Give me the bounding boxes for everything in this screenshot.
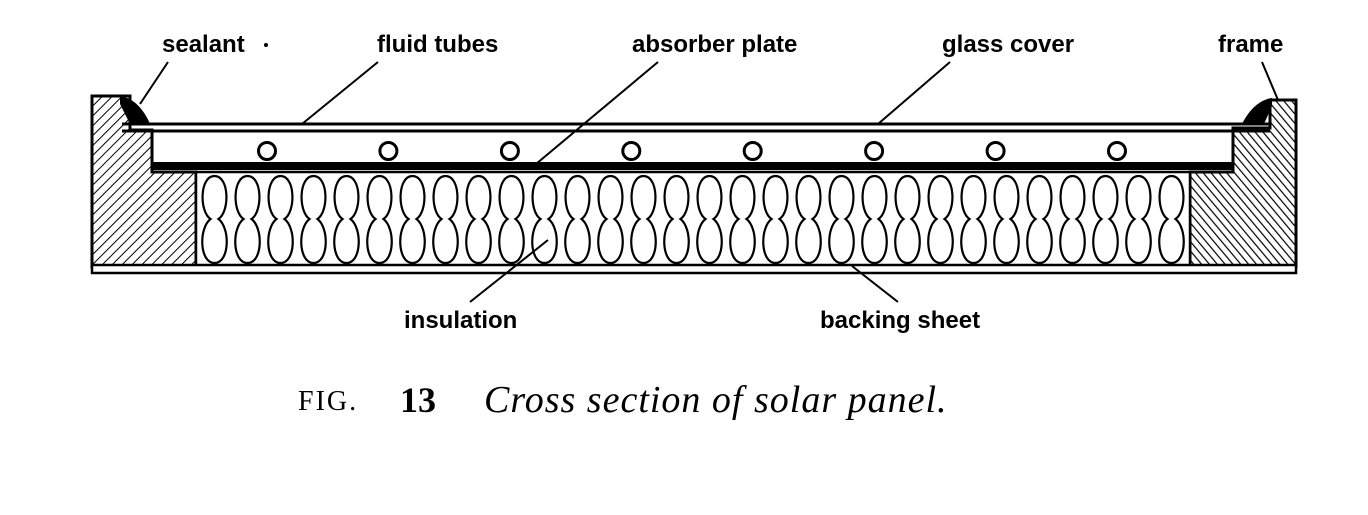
insulation-loop — [531, 174, 558, 265]
right-sealant — [1242, 98, 1272, 124]
left-sealant — [120, 96, 150, 124]
leader-lines — [139, 61, 1279, 303]
insulation — [194, 170, 1192, 269]
figure-caption: FIG. 13 Cross section of solar panel. — [298, 379, 948, 421]
fluid-tube — [499, 141, 520, 161]
insulation-loop — [762, 174, 789, 265]
label-glass-cover: glass cover — [942, 31, 1074, 58]
insulation-loop — [993, 174, 1020, 265]
insulation-loop — [1158, 174, 1185, 265]
label-sealant: sealant — [162, 31, 245, 58]
backing-sheet — [90, 263, 1298, 275]
insulation-loop — [498, 174, 525, 265]
insulation-loop — [927, 174, 954, 265]
label-fluid-tubes: fluid tubes — [377, 31, 498, 58]
fluid-tube — [257, 141, 277, 161]
insulation-loop — [960, 174, 987, 265]
insulation-loop — [795, 174, 822, 265]
insulation-loop — [1059, 174, 1086, 265]
insulation-loop — [366, 174, 393, 265]
label-insulation: insulation — [404, 307, 517, 334]
insulation-loop — [729, 174, 756, 265]
insulation-loop — [861, 174, 888, 265]
fluid-tubes — [257, 141, 1127, 161]
insulation-loop — [234, 174, 261, 265]
insulation-loop — [1125, 174, 1152, 265]
label-absorber-plate: absorber plate — [632, 31, 797, 58]
insulation-loop — [894, 174, 921, 265]
insulation-loop — [300, 174, 327, 265]
insulation-loop — [333, 174, 360, 265]
insulation-loop — [564, 174, 591, 265]
caption-fig-number: 13 — [400, 380, 436, 420]
label-backing-sheet: backing sheet — [820, 307, 980, 334]
insulation-loop — [1092, 174, 1119, 265]
fluid-tube — [378, 141, 399, 161]
insulation-loop — [399, 174, 426, 265]
insulation-loop — [696, 174, 723, 265]
insulation-loop — [597, 174, 624, 265]
caption-fig-prefix: FIG. — [298, 386, 358, 417]
caption-text: Cross section of solar panel. — [484, 379, 948, 421]
fluid-tube — [621, 141, 642, 161]
insulation-loop — [465, 174, 492, 265]
insulation-loop — [432, 174, 459, 265]
insulation-loop — [267, 174, 294, 265]
insulation-loop — [1026, 174, 1053, 265]
insulation-loop — [663, 174, 690, 265]
glass-cover — [122, 122, 1270, 133]
label-frame: frame — [1218, 31, 1283, 58]
fluid-tube — [864, 141, 885, 161]
insulation-loop — [828, 174, 855, 265]
absorber-plate — [152, 162, 1234, 170]
fluid-tube — [742, 141, 763, 161]
sealant-dot — [264, 43, 268, 47]
insulation-loop — [630, 174, 657, 265]
insulation-loop — [201, 174, 228, 265]
fluid-tube — [985, 141, 1006, 161]
fluid-tube — [1107, 141, 1127, 161]
